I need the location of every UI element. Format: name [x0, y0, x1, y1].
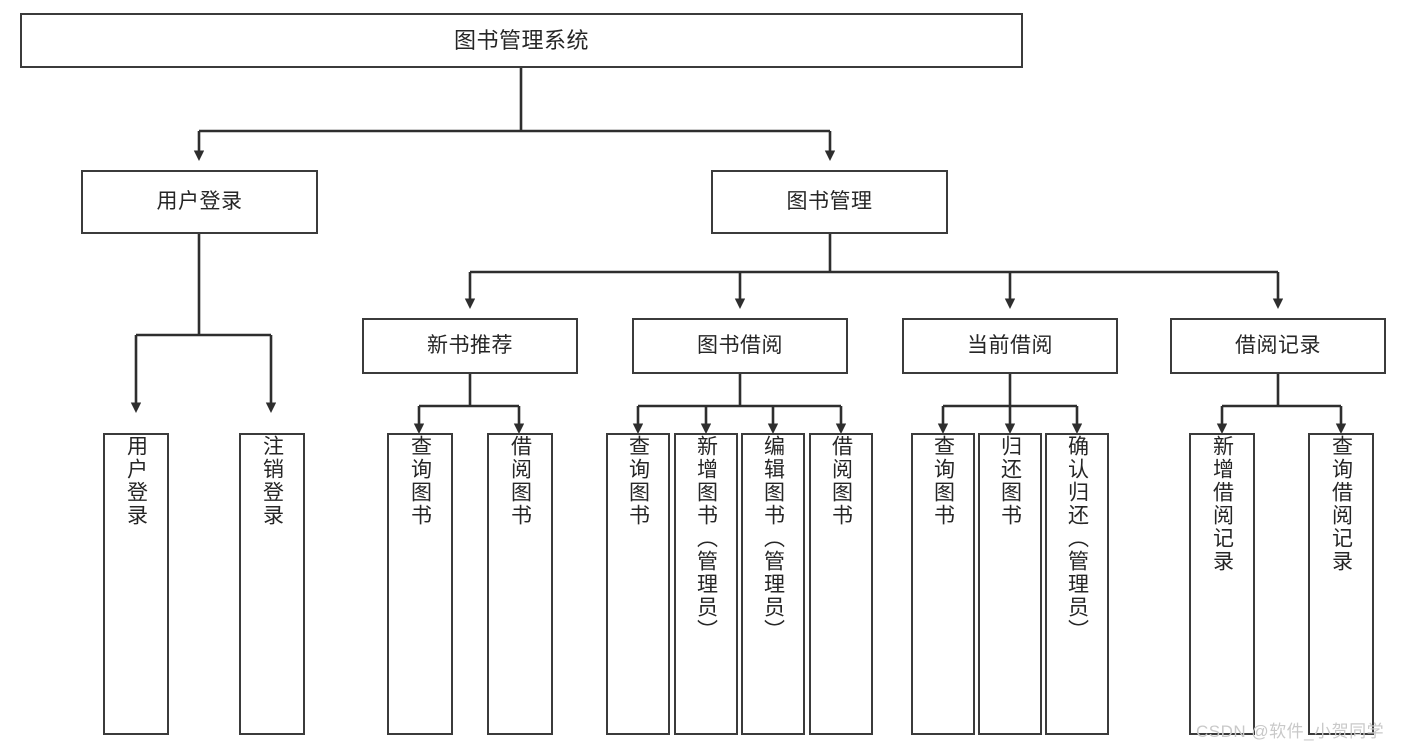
node-label: 查询图书 [626, 435, 650, 527]
leaf-edit-book-admin[interactable]: 编辑图书（管理员） [741, 433, 805, 735]
csdn-watermark: CSDN @软件_小贺同学 [1196, 722, 1385, 741]
leaf-add-book-admin[interactable]: 新增图书（管理员） [674, 433, 738, 735]
leaf-query-book-recommend[interactable]: 查询图书 [387, 433, 453, 735]
node-label: 图书管理系统 [453, 27, 589, 53]
node-label: 注销登录 [260, 435, 284, 527]
leaf-user-login[interactable]: 用户登录 [103, 433, 169, 735]
node-label: 借阅记录 [1235, 333, 1321, 357]
leaf-return-book[interactable]: 归还图书 [978, 433, 1042, 735]
node-label: 新书推荐 [427, 333, 513, 357]
node-label: 借阅图书 [508, 435, 532, 527]
node-book-management[interactable]: 图书管理 [711, 170, 948, 234]
node-current-borrow[interactable]: 当前借阅 [902, 318, 1118, 374]
node-label: 归还图书 [998, 435, 1022, 527]
node-label: 编辑图书（管理员） [761, 435, 785, 642]
node-label: 当前借阅 [967, 333, 1053, 357]
leaf-borrow-book[interactable]: 借阅图书 [809, 433, 873, 735]
leaf-borrow-book-recommend[interactable]: 借阅图书 [487, 433, 553, 735]
node-label: 查询借阅记录 [1329, 435, 1353, 573]
node-new-book-recommend[interactable]: 新书推荐 [362, 318, 578, 374]
leaf-confirm-return-admin[interactable]: 确认归还（管理员） [1045, 433, 1109, 735]
node-label: 借阅图书 [829, 435, 853, 527]
node-label: 查询图书 [931, 435, 955, 527]
node-label: 用户登录 [156, 189, 243, 213]
leaf-query-borrow-record[interactable]: 查询借阅记录 [1308, 433, 1374, 735]
node-label: 查询图书 [408, 435, 432, 527]
node-book-borrow[interactable]: 图书借阅 [632, 318, 848, 374]
node-label: 新增图书（管理员） [694, 435, 718, 642]
node-borrow-record[interactable]: 借阅记录 [1170, 318, 1386, 374]
node-label: 新增借阅记录 [1210, 435, 1234, 573]
node-book-management-system[interactable]: 图书管理系统 [20, 13, 1023, 68]
leaf-add-borrow-record[interactable]: 新增借阅记录 [1189, 433, 1255, 735]
leaf-query-book-borrow[interactable]: 查询图书 [606, 433, 670, 735]
node-label: 确认归还（管理员） [1065, 435, 1089, 642]
node-user-login[interactable]: 用户登录 [81, 170, 318, 234]
node-label: 图书管理 [786, 189, 873, 213]
leaf-query-book-current[interactable]: 查询图书 [911, 433, 975, 735]
node-label: 图书借阅 [697, 333, 783, 357]
node-label: 用户登录 [124, 435, 148, 527]
leaf-logout-login[interactable]: 注销登录 [239, 433, 305, 735]
